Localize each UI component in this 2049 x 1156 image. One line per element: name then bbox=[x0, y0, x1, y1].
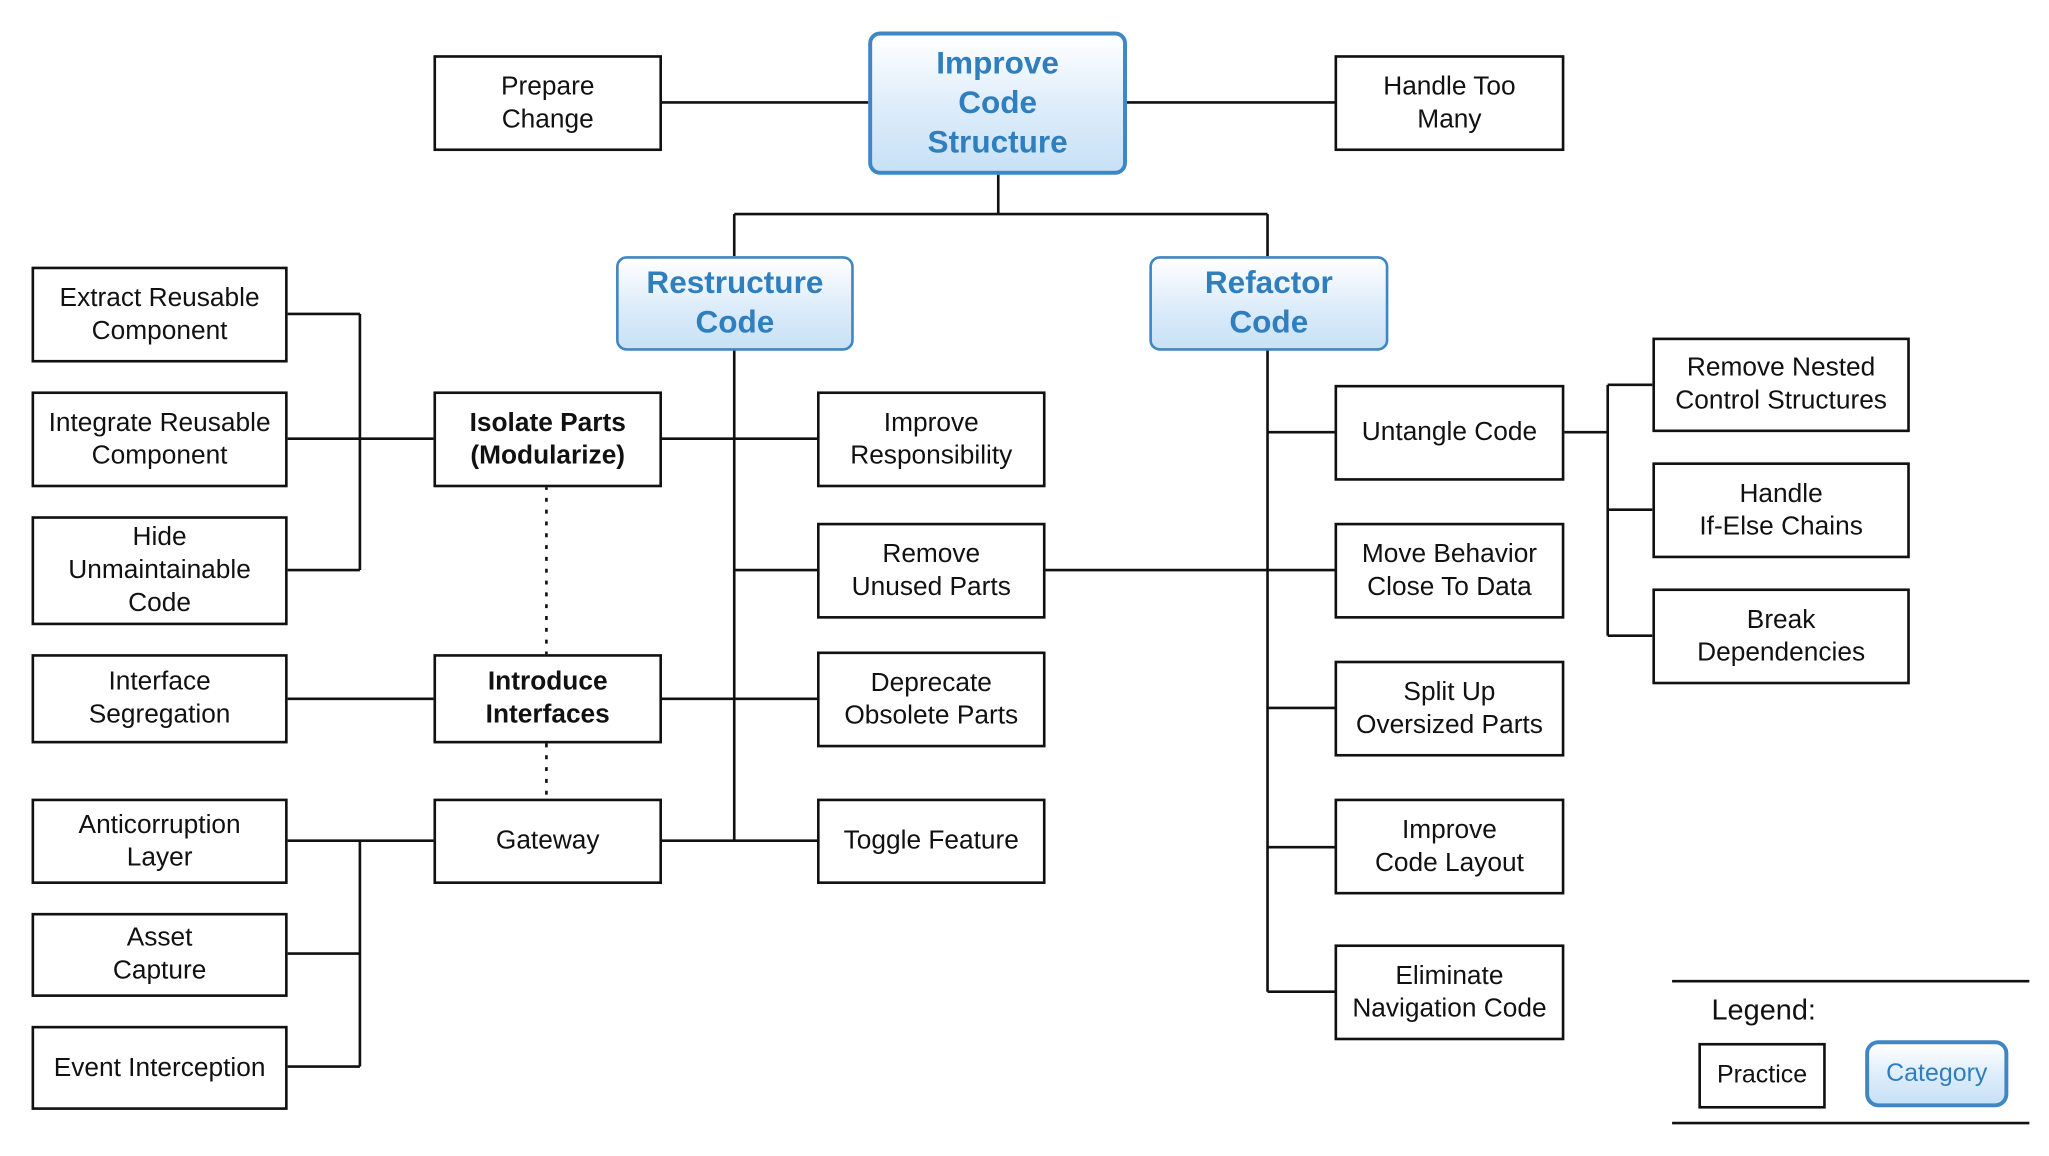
practice-move-behavior-close-to-data: Move Behavior Close To Data bbox=[1334, 522, 1565, 619]
practice-toggle-feature: Toggle Feature bbox=[816, 798, 1046, 884]
legend-title: Legend: bbox=[1711, 993, 1816, 1026]
practice-integrate-reusable-component: Integrate Reusable Component bbox=[31, 391, 288, 488]
practice-prepare-change: Prepare Change bbox=[433, 55, 663, 152]
category-restructure-code: Restructure Code bbox=[616, 256, 854, 351]
practice-break-dependencies: Break Dependencies bbox=[1652, 588, 1910, 685]
practice-isolate-parts: Isolate Parts (Modularize) bbox=[433, 391, 663, 488]
legend-category-sample: Category bbox=[1865, 1040, 2009, 1108]
practice-improve-code-layout: Improve Code Layout bbox=[1334, 798, 1565, 895]
practice-handle-if-else-chains: Handle If-Else Chains bbox=[1652, 462, 1910, 559]
practice-anticorruption-layer: Anticorruption Layer bbox=[31, 798, 288, 884]
practice-split-up-oversized-parts: Split Up Oversized Parts bbox=[1334, 660, 1565, 757]
practice-hide-unmaintainable-code: Hide Unmaintainable Code bbox=[31, 516, 288, 626]
practice-deprecate-obsolete-parts: Deprecate Obsolete Parts bbox=[816, 651, 1046, 748]
practice-extract-reusable-component: Extract Reusable Component bbox=[31, 266, 288, 363]
practice-untangle-code: Untangle Code bbox=[1334, 384, 1565, 481]
practice-gateway: Gateway bbox=[433, 798, 663, 884]
practice-event-interception: Event Interception bbox=[31, 1025, 288, 1110]
legend-practice-sample: Practice bbox=[1698, 1042, 1826, 1109]
practice-asset-capture: Asset Capture bbox=[31, 912, 288, 997]
practice-remove-nested-control-structures: Remove Nested Control Structures bbox=[1652, 337, 1910, 433]
root-improve-code-structure: Improve Code Structure bbox=[868, 31, 1127, 175]
practice-interface-segregation: Interface Segregation bbox=[31, 654, 288, 744]
practice-introduce-interfaces: Introduce Interfaces bbox=[433, 654, 663, 744]
category-refactor-code: Refactor Code bbox=[1149, 256, 1389, 351]
practice-remove-unused-parts: Remove Unused Parts bbox=[816, 522, 1046, 619]
practice-handle-too-many: Handle Too Many bbox=[1334, 55, 1565, 152]
practice-eliminate-navigation-code: Eliminate Navigation Code bbox=[1334, 944, 1565, 1041]
practice-improve-responsibility: Improve Responsibility bbox=[816, 391, 1046, 488]
